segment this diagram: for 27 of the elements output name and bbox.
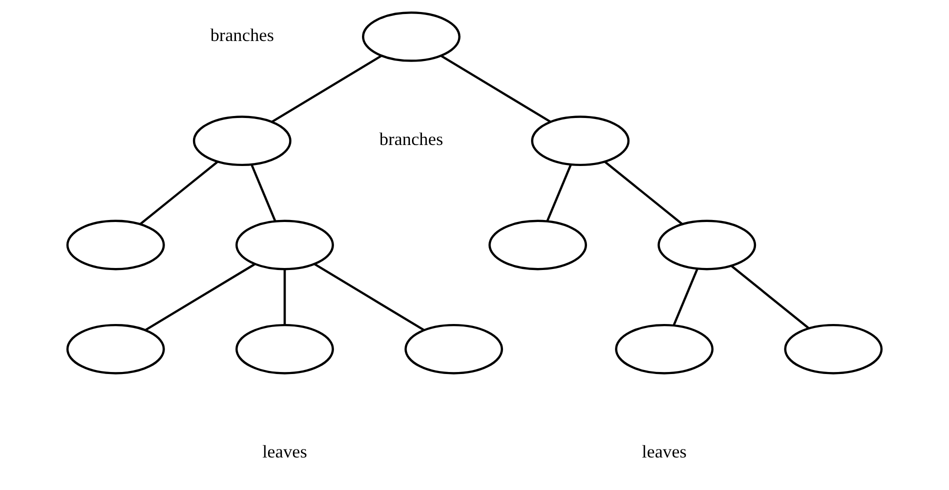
node-ellipse xyxy=(615,324,714,374)
connector xyxy=(546,164,572,222)
node-ellipse xyxy=(235,220,334,270)
node-ellipse xyxy=(784,324,883,374)
label: branches xyxy=(379,129,444,150)
node-ellipse xyxy=(66,220,165,270)
connector xyxy=(250,164,276,222)
label: branches xyxy=(210,24,274,45)
node-ellipse xyxy=(531,116,630,166)
node-ellipse xyxy=(362,12,460,62)
node-ellipse xyxy=(488,220,588,270)
label: leaves xyxy=(262,442,308,462)
connector xyxy=(314,263,425,331)
connector xyxy=(440,54,552,123)
connector xyxy=(271,54,382,123)
connector xyxy=(140,160,218,225)
connector xyxy=(730,264,810,329)
label: leaves xyxy=(642,442,687,462)
node-ellipse xyxy=(66,324,165,374)
node-ellipse xyxy=(404,324,504,374)
node-ellipse xyxy=(658,220,756,270)
connector xyxy=(672,268,698,326)
connector xyxy=(144,263,256,331)
node-ellipse xyxy=(235,324,334,374)
connector xyxy=(604,160,683,225)
connector xyxy=(284,269,286,325)
node-ellipse xyxy=(192,116,292,166)
